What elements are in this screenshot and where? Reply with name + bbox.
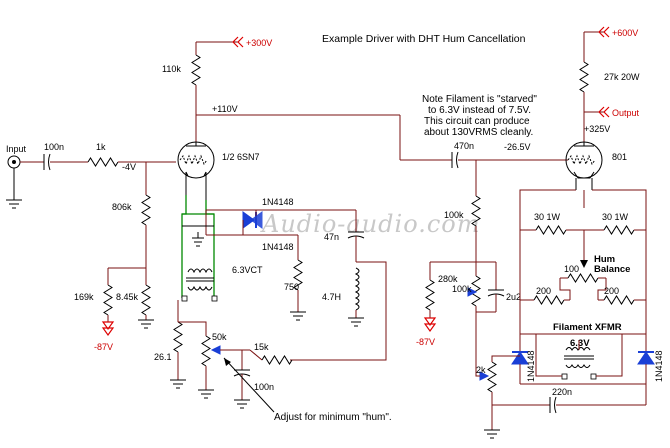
svg-text:+300V: +300V [246, 38, 272, 48]
potentiometer-100k: 100k [452, 262, 481, 360]
capacitor-47n: 47n [324, 210, 365, 262]
resistor-8-45k: 8.45k [116, 268, 154, 329]
svg-text:1k: 1k [96, 142, 106, 152]
rail-plus-600v: +600V [583, 26, 638, 62]
svg-text:220n: 220n [552, 387, 572, 397]
svg-text:1N4148: 1N4148 [526, 350, 536, 382]
svg-text:+325V: +325V [584, 124, 610, 134]
svg-text:1N4148: 1N4148 [262, 242, 294, 252]
capacitor-470n: 470n -26.5V [451, 141, 568, 169]
svg-text:1N4148: 1N4148 [262, 197, 294, 207]
resistor-26-1: 26.1 [154, 300, 186, 389]
svg-text:-87V: -87V [94, 342, 113, 352]
svg-text:26.1: 26.1 [154, 352, 172, 362]
svg-text:27k 20W: 27k 20W [604, 72, 640, 82]
note-block: Note Filament is "starved" to 6.3V inste… [422, 94, 537, 138]
rail-plus-300v: +300V [196, 36, 272, 48]
tube-6sn7: 1/2 6SN7 [177, 141, 260, 200]
svg-text:2u2: 2u2 [506, 292, 521, 302]
diode-1n4148-right: 1N4148 [637, 340, 664, 384]
transformer-6-3vct: 6.3VCT [181, 225, 263, 302]
svg-text:50k: 50k [212, 332, 227, 342]
hum-balance-network: 30 1W 30 1W 100 Hum Balance 200 200 Fila… [519, 189, 647, 380]
potentiometer-2k: 2k [475, 360, 500, 439]
svg-text:to 6.3V instead of 7.5V.: to 6.3V instead of 7.5V. [428, 105, 531, 116]
capacitor-220n: 220n [492, 330, 647, 414]
capacitor-100n-input: 100n [43, 142, 88, 171]
resistor-806k: 806k [112, 162, 151, 268]
svg-text:Output: Output [612, 108, 640, 118]
svg-text:1N4148: 1N4148 [654, 350, 664, 382]
resistor-750: 750 [284, 235, 306, 321]
watermark: Audio-audio.com [260, 210, 481, 238]
svg-text:806k: 806k [112, 202, 132, 212]
adjust-note: Adjust for minimum "hum". [223, 357, 392, 423]
potentiometer-50k: 50k [198, 332, 250, 399]
diode-1n4148-lower: 1N4148 [250, 211, 294, 252]
svg-text:Balance: Balance [594, 264, 630, 275]
svg-text:+600V: +600V [612, 28, 638, 38]
diagram-title: Example Driver with DHT Hum Cancellation [322, 33, 526, 45]
svg-text:750: 750 [284, 282, 299, 292]
svg-text:100n: 100n [44, 142, 64, 152]
resistor-1k: 1k -4V [87, 142, 176, 172]
resistor-110k: 110k [162, 42, 201, 142]
inductor-4-7h: 4.7H [322, 267, 364, 327]
svg-text:Input: Input [6, 144, 27, 154]
svg-text:100n: 100n [254, 382, 274, 392]
svg-text:200: 200 [536, 286, 551, 296]
capacitor-2u2: 2u2 [476, 262, 521, 313]
svg-text:Hum: Hum [594, 254, 615, 265]
svg-text:15k: 15k [254, 342, 269, 352]
svg-text:200: 200 [604, 286, 619, 296]
svg-text:801: 801 [612, 152, 627, 162]
svg-text:This circuit can produce: This circuit can produce [424, 116, 530, 127]
svg-text:6.3V: 6.3V [570, 338, 590, 349]
heater-wiring [181, 195, 215, 298]
svg-text:100: 100 [564, 264, 579, 274]
output-port: Output +325V [584, 106, 640, 134]
svg-text:8.45k: 8.45k [116, 292, 139, 302]
diode-1n4148-upper: 1N4148 [242, 197, 294, 235]
svg-text:-26.5V: -26.5V [504, 142, 531, 152]
svg-text:100k: 100k [452, 284, 472, 294]
svg-text:100k: 100k [444, 210, 464, 220]
svg-text:280k: 280k [438, 274, 458, 284]
diode-1n4148-left: 1N4148 [511, 340, 536, 384]
voltage-plus-110v: +110V [212, 104, 238, 114]
svg-text:-87V: -87V [416, 337, 435, 347]
svg-text:Adjust for minimum "hum".: Adjust for minimum "hum". [274, 412, 392, 423]
resistor-27k-20w: 27k 20W [579, 61, 640, 142]
tube-801: 801 [565, 141, 627, 190]
input-port: Input [6, 144, 44, 209]
svg-text:1/2 6SN7: 1/2 6SN7 [222, 152, 260, 162]
svg-text:4.7H: 4.7H [322, 292, 341, 302]
svg-text:30 1W: 30 1W [602, 212, 629, 222]
svg-text:Filament XFMR: Filament XFMR [553, 322, 622, 333]
svg-text:470n: 470n [454, 141, 474, 151]
resistor-169k: 169k [74, 267, 146, 322]
svg-text:110k: 110k [162, 64, 181, 74]
capacitor-100n-pot: 100n [233, 350, 274, 409]
svg-text:Note Filament is "starved": Note Filament is "starved" [422, 94, 537, 105]
svg-text:6.3VCT: 6.3VCT [232, 265, 263, 275]
resistor-280k: 280k -87V [416, 261, 496, 347]
rail-minus-87v-left: -87V [94, 321, 115, 352]
svg-text:2k: 2k [476, 365, 486, 375]
svg-text:30 1W: 30 1W [534, 212, 561, 222]
resistor-15k: 15k [249, 342, 293, 365]
svg-text:about 130VRMS cleanly.: about 130VRMS cleanly. [424, 127, 533, 138]
svg-text:47n: 47n [324, 232, 339, 242]
resistor-100k-grid: 100k [444, 160, 481, 262]
svg-text:-4V: -4V [122, 162, 136, 172]
svg-text:169k: 169k [74, 292, 94, 302]
